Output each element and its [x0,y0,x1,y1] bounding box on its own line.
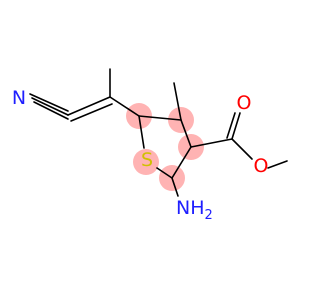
aromatic-highlight [133,149,159,175]
nitrile-bond [31,97,69,116]
nitrile-bond [29,93,69,112]
atom-labels: N O O S NH2 [12,87,269,223]
carbonyl-oxygen-label: O [237,92,252,114]
alkene-bond [70,103,113,122]
single-bond [109,96,140,117]
single-bond [190,138,233,148]
single-bond [231,138,253,160]
carbonyl-bond [226,112,236,139]
ring-bond [138,115,182,121]
nitrile-nitrogen-label: N [12,87,26,109]
ether-oxygen-label: O [254,155,269,177]
nitrile-bond [33,101,69,120]
single-bond [171,177,179,197]
ring-bond [180,119,192,148]
molecule-diagram: N O O S NH2 [12,68,288,223]
bonds [29,68,288,197]
ring-bond [138,115,145,149]
ring-bond [156,167,173,179]
alkene-bond [67,96,111,116]
ring-sulfur-label: S [141,149,153,171]
methyl-bond [173,82,182,121]
ring-bond [171,146,192,179]
amine-main: NH [176,197,205,219]
amine-label: NH2 [176,197,213,223]
methyl-bond [267,160,288,169]
amine-subscript: 2 [205,208,213,223]
carbonyl-bond [231,112,241,140]
